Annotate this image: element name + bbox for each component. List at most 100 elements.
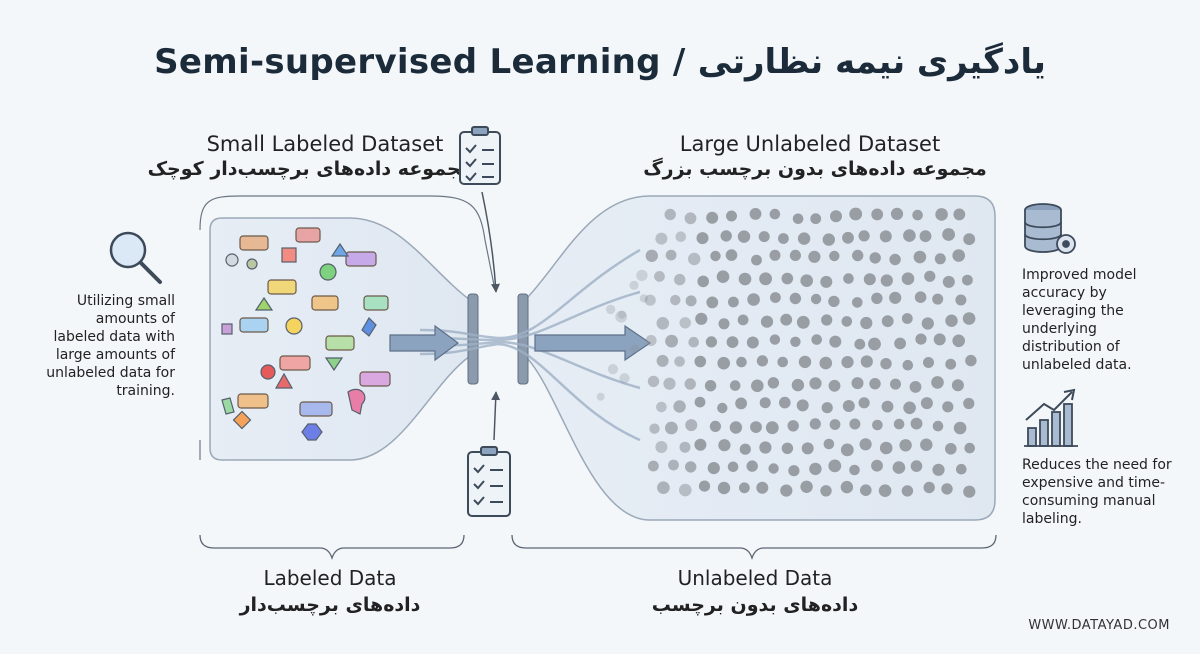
unlabeled-dot [685, 295, 697, 307]
unlabeled-dot [664, 208, 676, 221]
unlabeled-dot [901, 485, 914, 497]
top-clipboard-arrow [481, 191, 500, 293]
unlabeled-dot [747, 293, 760, 306]
unlabeled-dot [644, 294, 656, 306]
unlabeled-dot [921, 317, 934, 330]
unlabeled-dot [769, 208, 781, 220]
unlabeled-dot [810, 213, 822, 225]
unlabeled-dot [655, 441, 668, 453]
unlabeled-dot [840, 480, 854, 494]
unlabeled-dot [881, 400, 894, 413]
unlabeled-dot [945, 358, 957, 370]
unlabeled-dot [942, 401, 954, 413]
unlabeled-header-fa: مجموعه داده‌های بدون برچسب بزرگ [643, 158, 987, 180]
unlabeled-dot [735, 397, 747, 410]
unlabeled-dot [801, 442, 814, 455]
unlabeled-dot [860, 484, 872, 497]
unlabeled-dot [951, 379, 964, 392]
unlabeled-dot [798, 355, 812, 369]
unlabeled-dot [829, 419, 841, 430]
unlabeled-dot [737, 314, 749, 326]
unlabeled-dot [809, 462, 822, 476]
unlabeled-dot [695, 312, 708, 325]
unlabeled-dot [809, 418, 821, 430]
unlabeled-dot [894, 337, 906, 350]
unlabeled-dot [656, 401, 667, 413]
unlabeled-dot [749, 208, 762, 220]
unlabeled-dot [674, 356, 685, 367]
unlabeled-dot [707, 462, 720, 475]
unlabeled-dot [780, 484, 793, 497]
unlabeled-dot [871, 208, 884, 221]
unlabeled-dot [636, 269, 648, 282]
unlabeled-dot [688, 252, 701, 266]
unlabeled-dot [791, 378, 805, 392]
unlabeled-dot [821, 402, 833, 414]
unlabeled-dot [796, 399, 809, 412]
unlabeled-dot [617, 310, 627, 319]
unlabeled-dot [770, 292, 781, 303]
unlabeled-dot [901, 313, 913, 324]
labeled-data-brace [199, 534, 465, 561]
cost-note: Reduces the need for expensive and time-… [1022, 457, 1172, 527]
unlabeled-dot [924, 270, 936, 282]
clipboard-checklist-icon [467, 446, 511, 517]
unlabeled-dot [751, 254, 762, 266]
unlabeled-dot [607, 364, 619, 375]
unlabeled-dot [759, 397, 771, 409]
unlabeled-dot [760, 315, 774, 328]
unlabeled-dot [765, 421, 779, 435]
unlabeled-dot [932, 463, 945, 476]
unlabeled-dot [880, 358, 892, 370]
unlabeled-dot [913, 250, 927, 264]
unlabeled-dot [849, 418, 861, 430]
unlabeled-dot [781, 442, 794, 454]
unlabeled-dot [727, 461, 739, 473]
unlabeled-dot [694, 438, 707, 451]
unlabeled-dot [800, 480, 813, 493]
unlabeled-dot [729, 380, 741, 391]
unlabeled-dot [751, 379, 764, 393]
unlabeled-dot [830, 210, 842, 223]
unlabeled-dot [923, 481, 935, 494]
unlabeled-dot [869, 252, 881, 264]
unlabeled-dot [717, 481, 731, 495]
labeled-items [221, 227, 391, 441]
unlabeled-dot [663, 377, 676, 390]
unlabeled-dot [931, 376, 944, 389]
unlabeled-dot [962, 312, 976, 325]
unlabeled-dot [890, 378, 901, 390]
unlabeled-dot [909, 381, 922, 393]
unlabeled-dot [942, 275, 955, 288]
unlabeled-dot [665, 249, 677, 261]
unlabeled-flow-arrow [534, 324, 652, 362]
page-title: Semi-supervised Learning / یادگیری نیمه … [154, 42, 1046, 82]
unlabeled-dot [808, 250, 821, 263]
unlabeled-dot [963, 485, 976, 498]
unlabeled-dot [892, 461, 906, 474]
unlabeled-dot [868, 337, 881, 351]
unlabeled-dot [890, 207, 904, 220]
unlabeled-dot [829, 250, 840, 262]
unlabeled-dot [800, 274, 813, 288]
unlabeled-dot [657, 481, 670, 495]
unlabeled-dot [736, 356, 747, 368]
unlabeled-dot [878, 484, 892, 498]
unlabeled-dot [756, 481, 769, 494]
unlabeled-dot [655, 232, 668, 245]
unlabeled-dot [842, 400, 855, 412]
unlabeled-dot [860, 316, 873, 330]
unlabeled-dot [932, 293, 944, 305]
unlabeled-dot [821, 314, 833, 326]
unlabeled-dot [920, 438, 933, 451]
unlabeled-dot [964, 442, 975, 454]
unlabeled-dot [953, 421, 967, 435]
unlabeled-dot [596, 392, 605, 401]
unlabeled-dot [858, 230, 870, 242]
unlabeled-dot [889, 291, 902, 304]
unlabeled-dot [788, 465, 800, 477]
unlabeled-dot [759, 272, 772, 286]
unlabeled-dot [746, 460, 758, 472]
unlabeled-dot [728, 296, 739, 308]
unlabeled-dot [932, 420, 944, 432]
